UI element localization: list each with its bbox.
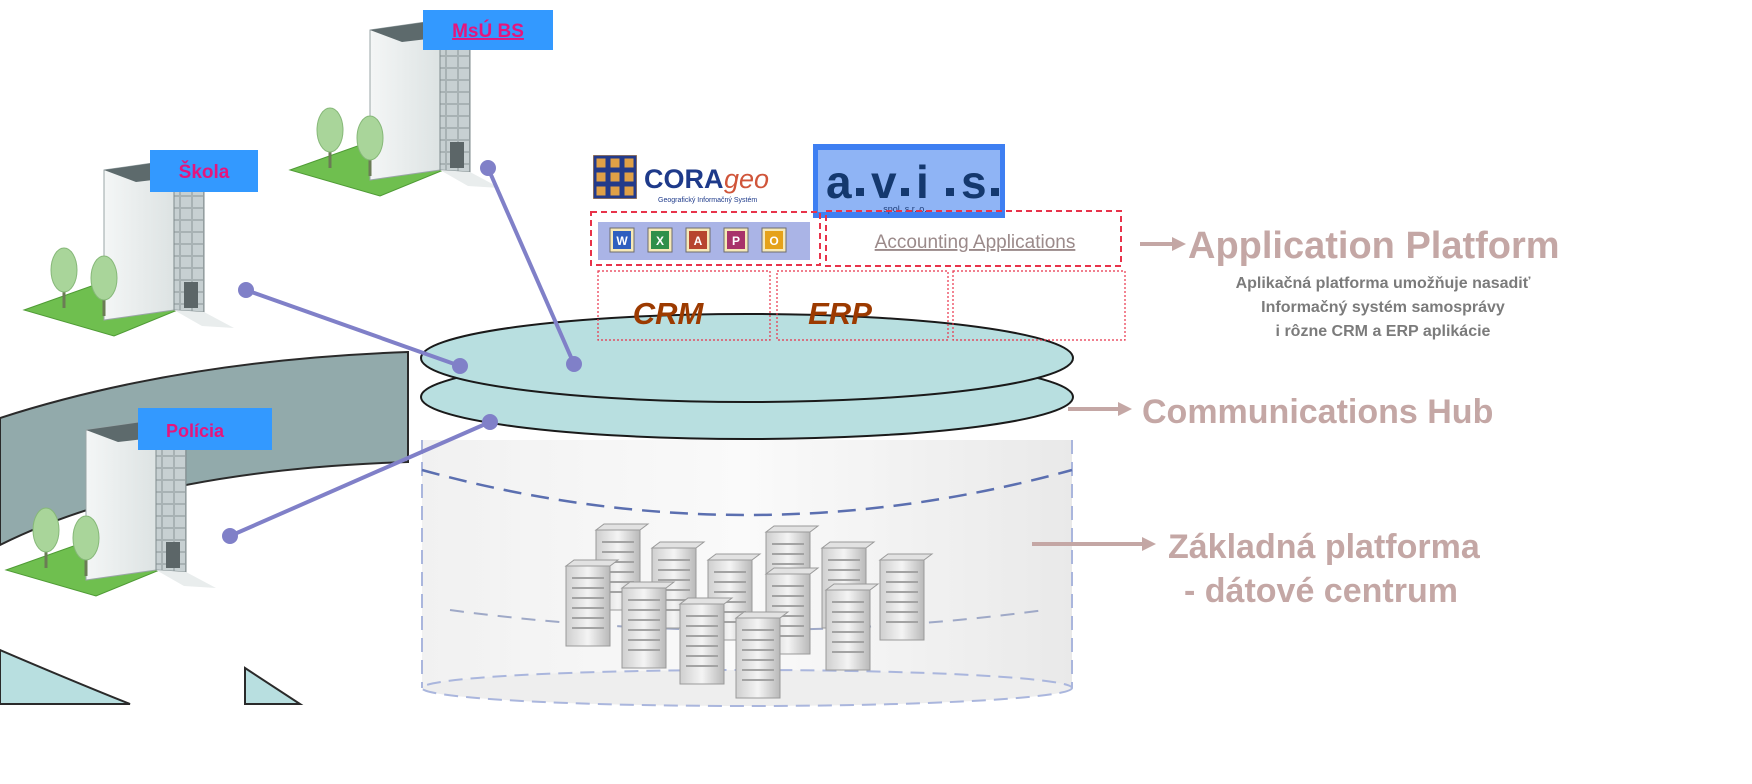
corageo-name-accent: geo: [724, 164, 769, 194]
label-msu: MsÚ BS: [423, 10, 553, 50]
building-policia: [4, 419, 216, 597]
corageo-grid-icon: [593, 155, 637, 199]
svg-text:O: O: [769, 234, 778, 248]
building-msu-path: [440, 170, 500, 188]
application-desc-line-1: Aplikačná platforma umožňuje nasadiť: [1236, 275, 1531, 292]
communications-hub-title: Communications Hub: [1142, 393, 1493, 431]
application-platform-title: Application Platform: [1188, 225, 1560, 267]
svg-text:W: W: [616, 234, 628, 248]
server-icon: [734, 611, 790, 699]
avis-letter: a: [826, 156, 852, 208]
server-icon: [620, 581, 676, 669]
accounting-label: Accounting Applications: [875, 232, 1076, 253]
label-skola-text: Škola: [179, 161, 230, 183]
connector-policia-end: [482, 414, 498, 430]
connector-msu-end: [566, 356, 582, 372]
word-icon: W: [609, 227, 635, 253]
building-skola-tree-icon: [90, 255, 118, 301]
arrow-application-head: [1172, 237, 1186, 251]
module-empty-box: [952, 270, 1126, 341]
corageo-tagline: Geografický Informačný Systém: [658, 197, 757, 204]
avis-letter: v: [871, 156, 897, 208]
zakladna-line-1: Základná platforma: [1168, 528, 1481, 566]
server-icon: [678, 597, 734, 685]
connector-msu-start: [480, 160, 496, 176]
avis-letter: s: [961, 156, 987, 208]
label-policia: Polícia: [138, 408, 272, 450]
erp-label: ERP: [808, 296, 872, 331]
building-policia-path: [156, 570, 216, 588]
connectors: [222, 160, 582, 544]
svg-text:P: P: [732, 234, 740, 248]
connector-msu: [486, 167, 576, 365]
building-msu: [288, 19, 500, 197]
accounting-box: Accounting Applications: [825, 210, 1122, 267]
label-msu-text: MsÚ BS: [452, 20, 524, 42]
label-skola: Škola: [150, 150, 258, 192]
svg-text:X: X: [656, 234, 664, 248]
connector-skola: [245, 288, 461, 368]
label-policia-text: Polícia: [166, 421, 225, 441]
building-msu-tree-icon: [316, 107, 344, 153]
module-boxes: CRM ERP: [597, 270, 1126, 341]
avis-dot: [946, 188, 954, 196]
application-desc-line-3: i rôzne CRM a ERP aplikácie: [1276, 323, 1491, 340]
arrow-hub-head: [1118, 402, 1132, 416]
application-desc-line-2: Informačný systém samosprávy: [1261, 299, 1505, 316]
building-skola-door: [184, 282, 198, 308]
zakladna-line-2: - dátové centrum: [1184, 572, 1458, 610]
arrow-zakladna-head: [1142, 537, 1156, 551]
module-crm-box: [597, 270, 771, 341]
building-msu-tree-icon: [356, 115, 384, 161]
building-skola-path: [174, 310, 234, 328]
avis-dot: [856, 188, 864, 196]
application-platform-disc: [420, 313, 1074, 403]
excel-icon: X: [647, 227, 673, 253]
connector-skola-end: [452, 358, 468, 374]
connector-skola-start: [238, 282, 254, 298]
building-policia-door: [166, 542, 180, 568]
powerpoint-icon: P: [723, 227, 749, 253]
server-rack-group: [564, 523, 934, 699]
avis-dot: [901, 188, 909, 196]
corageo-logo: CORA geo Geografický Informačný Systém: [590, 150, 808, 205]
crm-label: CRM: [633, 296, 705, 331]
connector-policia-start: [222, 528, 238, 544]
building-skola-tree-icon: [50, 247, 78, 293]
server-icon: [878, 553, 934, 641]
avis-sub: spol. s r. o.: [883, 204, 927, 214]
building-policia-tree-icon: [32, 507, 60, 553]
svg-text:A: A: [694, 234, 703, 248]
access-icon: A: [685, 227, 711, 253]
outlook-icon: O: [761, 227, 787, 253]
zakladna-caption: Základná platforma - dátové centrum: [1032, 528, 1481, 610]
connector-policia: [229, 420, 491, 538]
server-icon: [564, 559, 620, 647]
building-policia-tree-icon: [72, 515, 100, 561]
module-erp-box: [776, 270, 949, 341]
application-platform-caption: Application Platform Aplikačná platforma…: [1140, 225, 1560, 340]
corageo-name-main: CORA: [644, 164, 724, 194]
server-icon: [824, 583, 880, 671]
communications-hub-caption: Communications Hub: [1068, 393, 1493, 431]
ring-band: [0, 350, 409, 705]
avis-dot: [991, 188, 999, 196]
building-msu-door: [450, 142, 464, 168]
avis-letter: i: [916, 156, 929, 208]
